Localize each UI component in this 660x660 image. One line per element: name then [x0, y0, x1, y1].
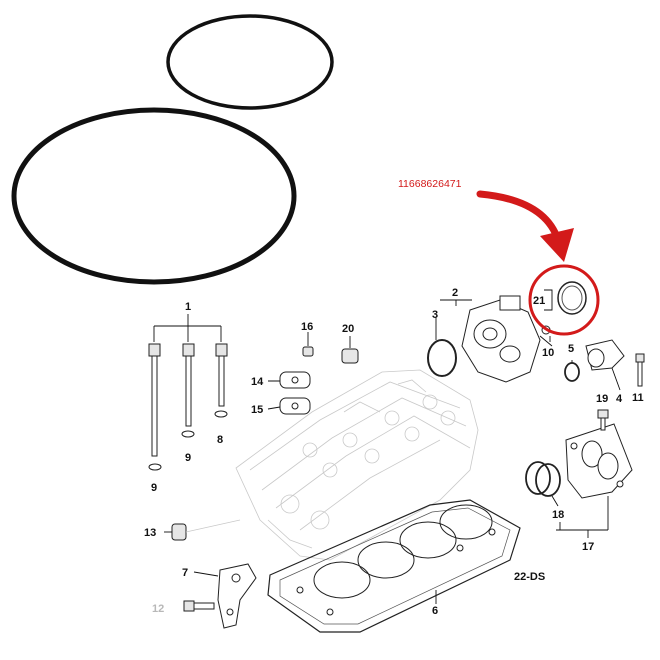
rings-18 [525, 461, 561, 507]
callout-10: 10 [542, 347, 554, 359]
callout-12: 12 [152, 603, 164, 615]
covers-14-15 [267, 371, 311, 415]
bolt-19 [597, 409, 609, 431]
callout-7: 7 [182, 567, 188, 579]
o-ring-3 [427, 339, 457, 377]
cylinder-head [235, 369, 479, 561]
drawing-code: 22-DS [514, 571, 545, 583]
pipe-4 [585, 339, 625, 391]
vacuum-pump [427, 295, 551, 383]
callout-9a: 9 [185, 452, 191, 464]
part-number-label: 11668626471 [398, 178, 462, 190]
callout-15: 15 [251, 404, 263, 416]
callout-21: 21 [533, 295, 545, 307]
bolt-11 [635, 353, 645, 387]
callout-14: 14 [251, 376, 264, 388]
head-gasket [267, 499, 521, 633]
large-o-ring [11, 107, 297, 285]
callout-2: 2 [452, 287, 458, 299]
plug-16 [302, 332, 314, 357]
head-bolts [148, 314, 228, 471]
callout-19: 19 [596, 393, 608, 405]
o-ring-5 [564, 360, 580, 382]
callout-5: 5 [568, 343, 574, 355]
highlight-part-21 [528, 264, 600, 336]
callout-6: 6 [432, 605, 438, 617]
cover-17 [556, 423, 633, 538]
plug-20 [341, 336, 359, 364]
callout-17: 17 [582, 541, 594, 553]
callout-18: 18 [552, 509, 564, 521]
callout-4: 4 [616, 393, 623, 405]
callout-16: 16 [301, 321, 313, 333]
plug-13 [164, 519, 241, 541]
callout-9b: 9 [151, 482, 157, 494]
bracket-7 [183, 563, 257, 629]
small-o-ring [166, 14, 334, 110]
callout-1: 1 [185, 301, 191, 313]
highlight-arrow [476, 190, 574, 262]
callout-3: 3 [432, 309, 438, 321]
callout-20: 20 [342, 323, 354, 335]
callout-13: 13 [144, 527, 156, 539]
callout-8: 8 [217, 434, 223, 446]
callout-11: 11 [632, 392, 644, 404]
